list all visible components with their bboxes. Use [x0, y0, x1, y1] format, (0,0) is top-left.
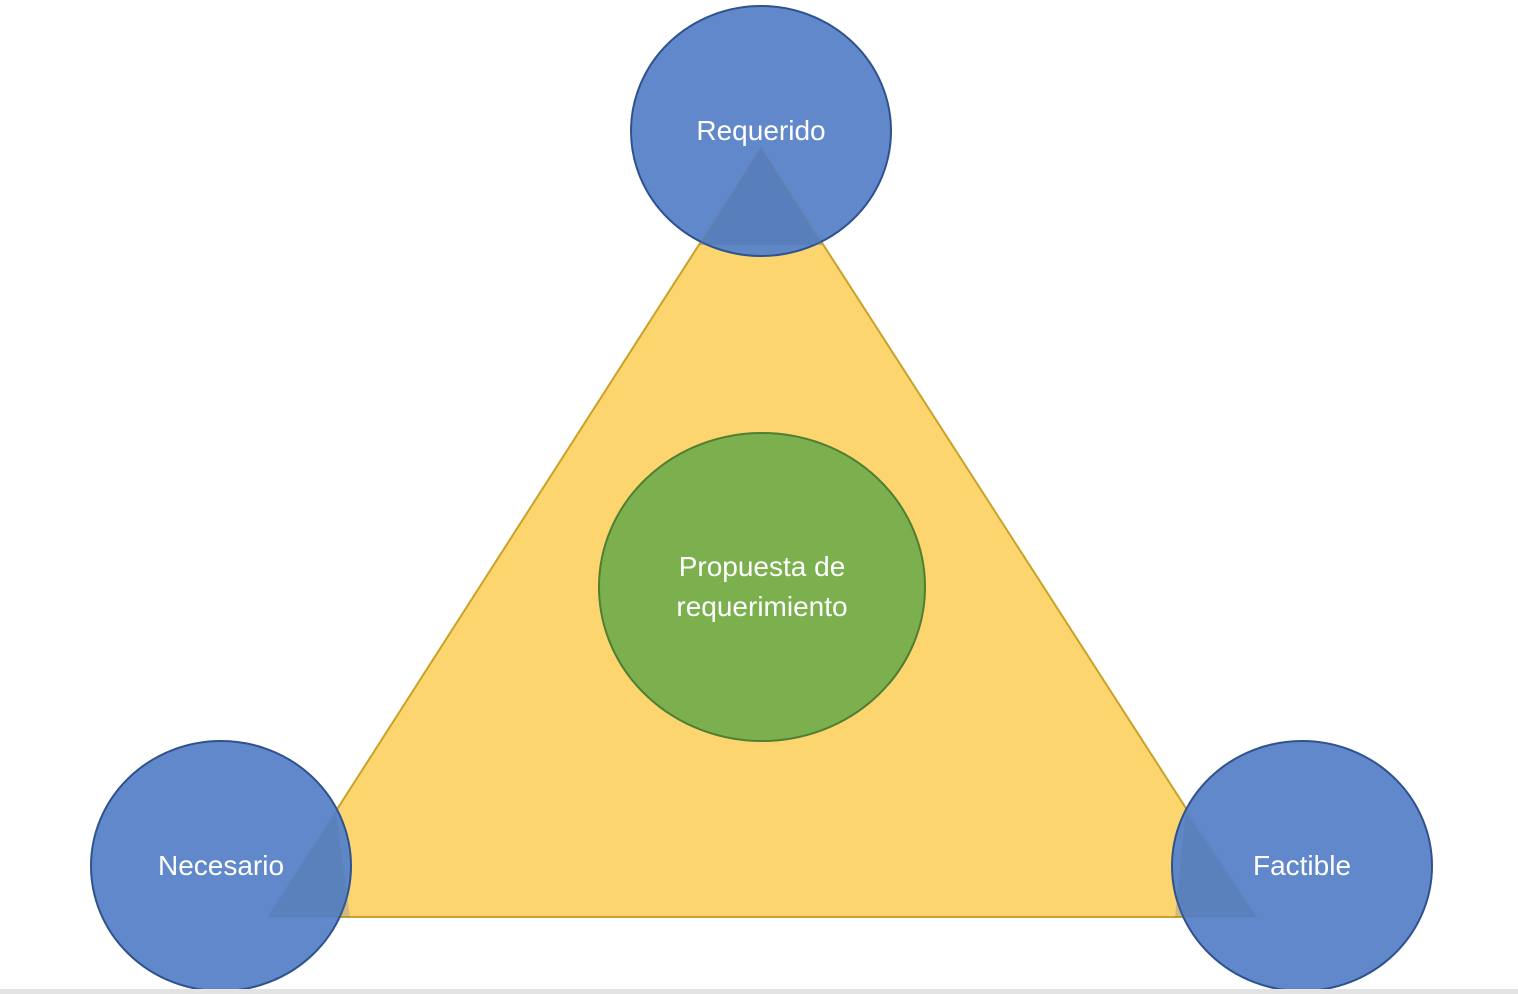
triangle-overlap-top [699, 147, 823, 246]
center-label-line1: Propuesta de [679, 551, 846, 582]
triangle-overlap-left [268, 812, 350, 917]
right-node-label: Factible [1253, 850, 1351, 881]
center-circle [598, 432, 926, 742]
top-node-label: Requerido [696, 115, 825, 146]
triangle-overlap-right [1175, 812, 1256, 917]
top-node-circle [630, 5, 892, 257]
bottom-divider [0, 989, 1518, 994]
left-node-label: Necesario [158, 850, 284, 881]
center-label-line2: requerimiento [676, 591, 847, 622]
